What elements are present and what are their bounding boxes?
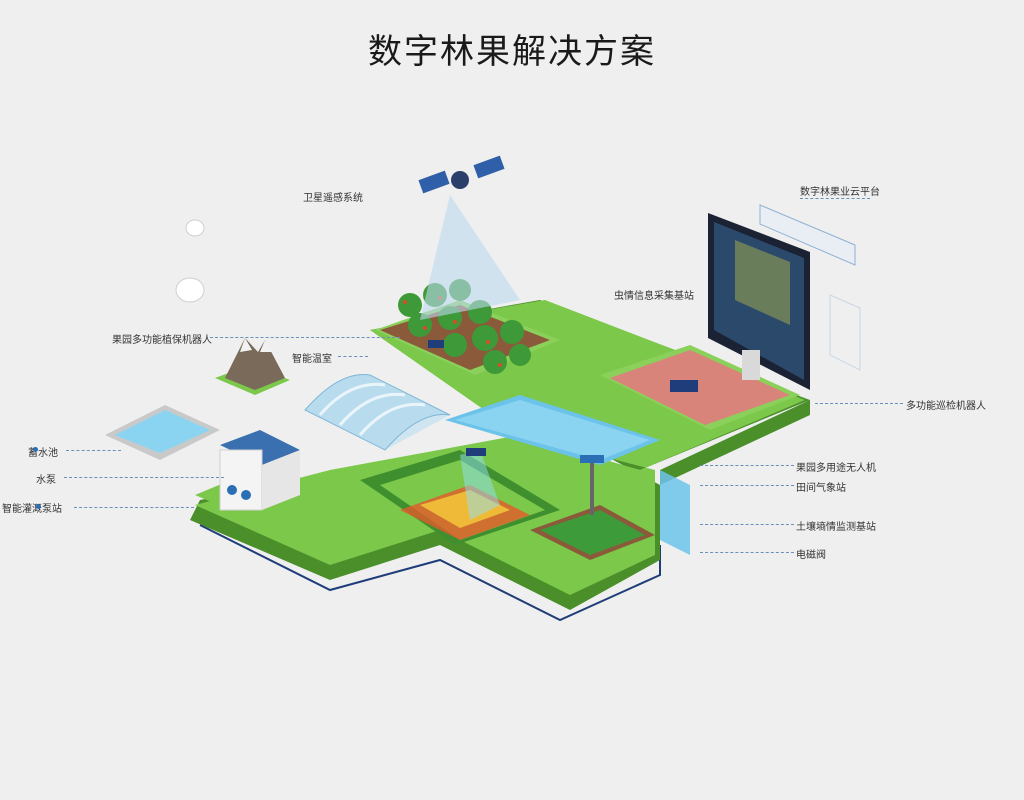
label-weather-station: 田间气象站 <box>796 483 846 494</box>
leader-weather-station <box>700 485 794 486</box>
label-reservoir: 蓄水池 <box>28 448 58 459</box>
label-pest-station: 虫情信息采集基站 <box>614 291 694 302</box>
leader-cloud-platform <box>800 198 870 199</box>
leader-soil-station <box>700 524 794 525</box>
leader-pump-station <box>74 507 194 508</box>
canal <box>445 395 660 465</box>
uav-icon <box>466 448 486 456</box>
label-uav: 果园多用途无人机 <box>796 463 876 474</box>
label-satellite: 卫星遥感系统 <box>303 193 363 204</box>
label-inspection-robot: 多功能巡检机器人 <box>906 401 986 412</box>
plant-robot-icon <box>428 340 444 348</box>
satellite-icon <box>418 155 520 320</box>
label-plant-robot: 果园多功能植保机器人 <box>112 335 212 346</box>
waterfall <box>660 470 690 555</box>
cloud-icons <box>175 219 205 303</box>
inspection-robot-icon <box>670 380 698 392</box>
page-title: 数字林果解决方案 <box>368 32 656 72</box>
mountain-island <box>215 338 290 395</box>
leader-pump <box>64 477 224 478</box>
label-cloud-platform: 数字林果业云平台 <box>800 187 880 198</box>
leader-valve <box>700 552 794 553</box>
crop-heatmap-field <box>360 448 560 545</box>
leader-inspection-robot <box>815 403 903 404</box>
dot-reservoir <box>33 447 38 452</box>
base-outline <box>199 524 661 622</box>
label-valve: 电磁阀 <box>796 550 826 561</box>
weather-station-pole <box>590 460 594 515</box>
cloud-platform-screen <box>708 204 861 390</box>
pump-station-building <box>195 430 325 525</box>
label-pump-station: 智能灌溉泵站 <box>2 504 62 515</box>
lower-right-field <box>530 455 655 560</box>
reservoir <box>105 405 220 460</box>
greenhouse <box>304 373 451 451</box>
leader-reservoir <box>66 450 121 451</box>
label-greenhouse: 智能温室 <box>292 354 332 365</box>
leader-greenhouse <box>338 356 368 357</box>
label-soil-station: 土壤墒情监测基站 <box>796 522 876 533</box>
leader-uav <box>700 465 794 466</box>
right-field <box>600 345 800 430</box>
leader-plant-robot <box>210 337 400 338</box>
dot-pump-station <box>36 504 41 509</box>
label-pump: 水泵 <box>36 475 56 486</box>
